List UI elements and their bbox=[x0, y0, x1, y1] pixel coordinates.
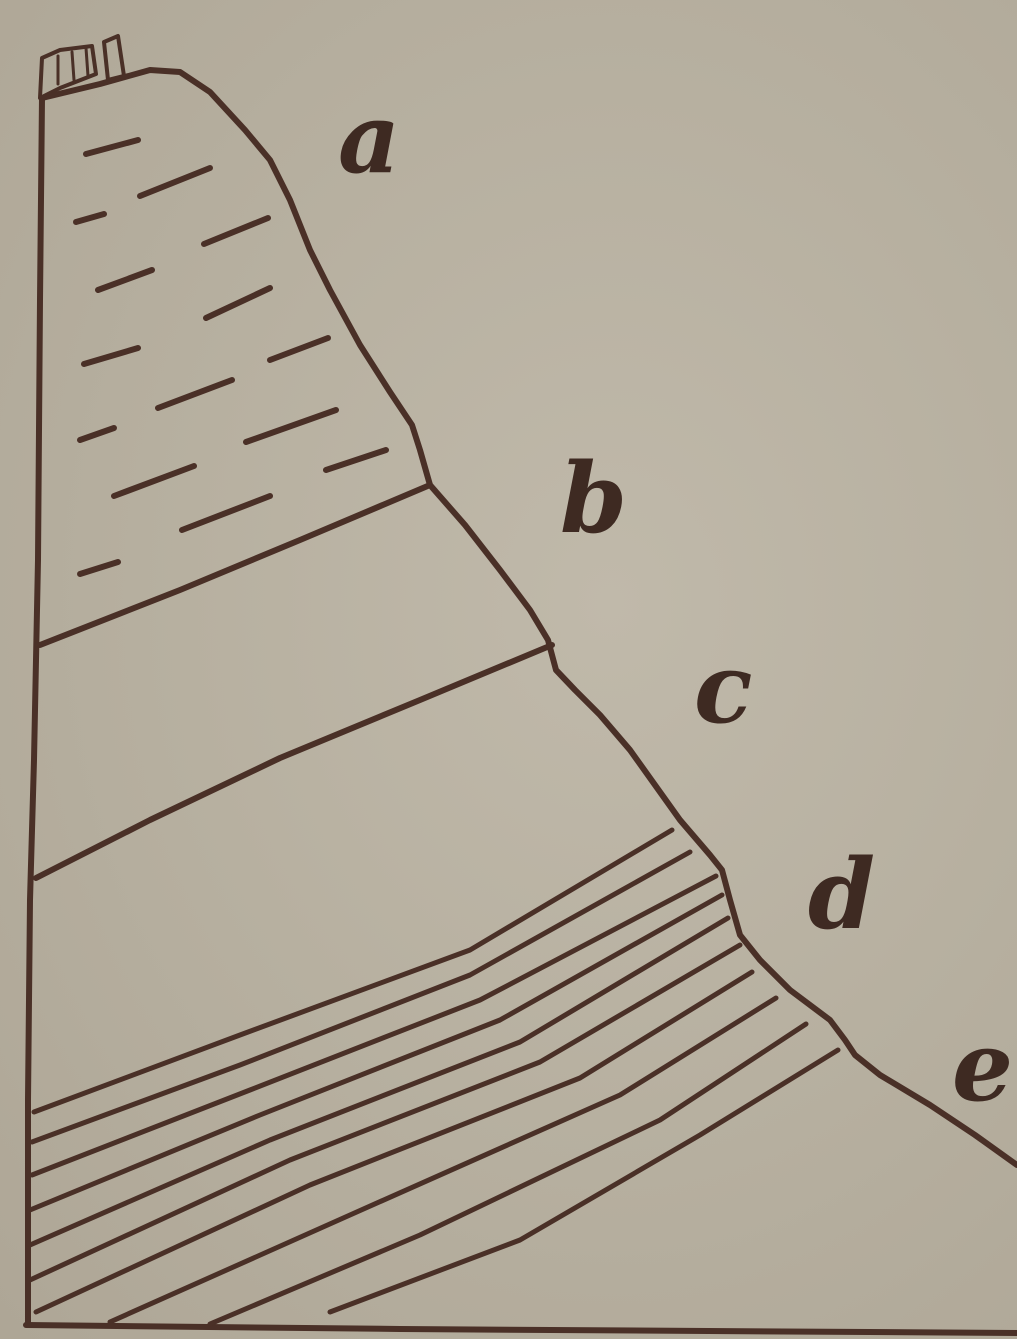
label-e: e bbox=[952, 1010, 1013, 1123]
label-b: b bbox=[560, 442, 627, 555]
section-baseline bbox=[26, 1325, 1017, 1333]
label-d: d bbox=[808, 838, 875, 951]
stratum-d-bedding bbox=[30, 830, 838, 1324]
label-c: c bbox=[694, 632, 752, 745]
label-a: a bbox=[338, 82, 400, 195]
boundary-b-c bbox=[36, 645, 552, 878]
stratum-a-hatching bbox=[76, 140, 386, 574]
